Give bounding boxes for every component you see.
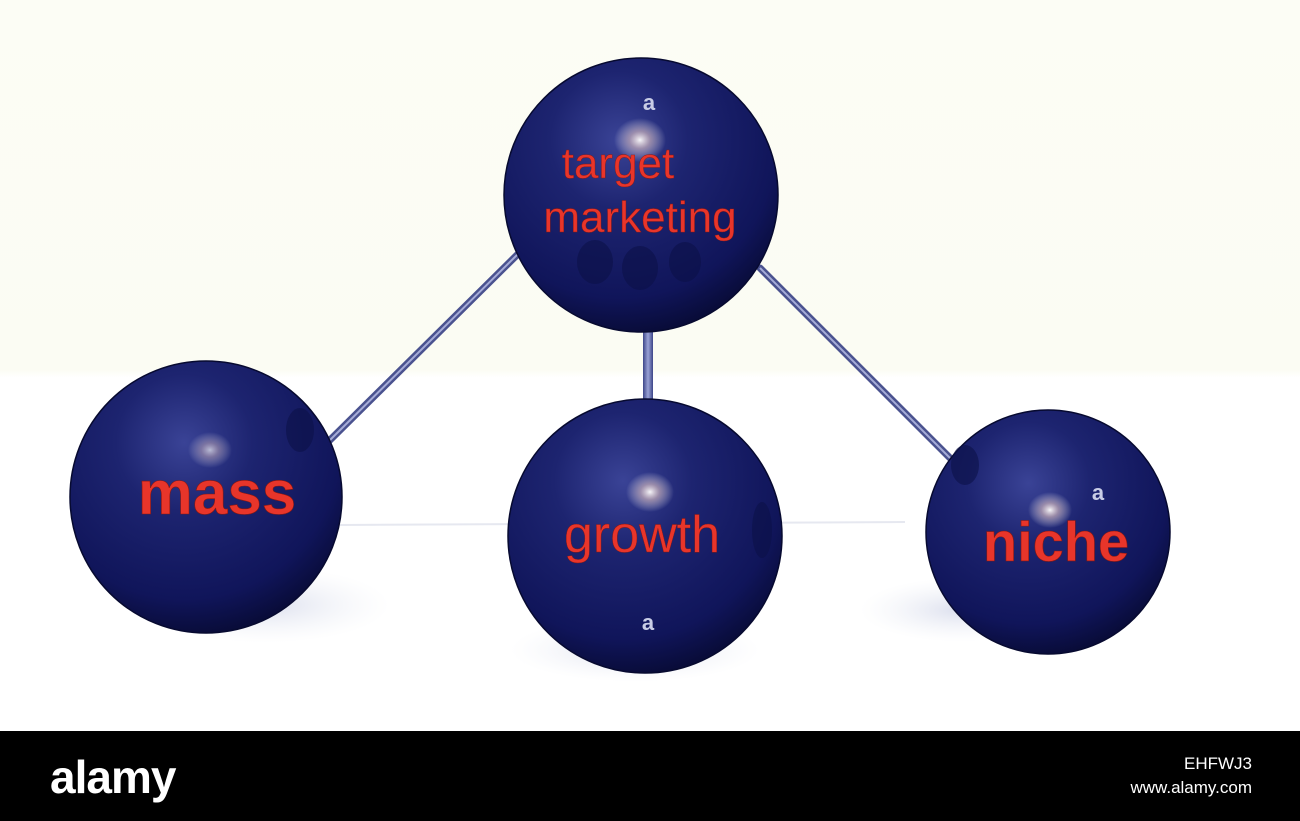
connector-root-niche-shine (760, 268, 950, 458)
connector-root-growth (643, 328, 653, 400)
alamy-logo: alamy (50, 747, 175, 807)
image-id: EHFWJ3 (1184, 753, 1252, 775)
niche-watermark-glyph: a (1092, 480, 1105, 505)
root-label-line2: marketing (543, 193, 736, 242)
hierarchy-diagram: a target marketing mass a growth a niche (0, 0, 1300, 731)
mass-node: mass (70, 361, 342, 633)
growth-node: a growth (508, 399, 782, 673)
connector-root-mass-shine (328, 252, 520, 442)
footer-bar: alamy EHFWJ3 www.alamy.com (0, 731, 1300, 821)
growth-watermark-glyph: a (642, 610, 655, 635)
niche-node: a niche (926, 410, 1170, 654)
site-url: www.alamy.com (1130, 777, 1252, 799)
mass-label: mass (138, 459, 297, 528)
root-node: a target marketing (504, 58, 778, 332)
root-label-line1: target (562, 139, 675, 188)
growth-label: growth (564, 506, 720, 564)
niche-label: niche (983, 510, 1129, 573)
root-watermark-glyph: a (643, 90, 656, 115)
